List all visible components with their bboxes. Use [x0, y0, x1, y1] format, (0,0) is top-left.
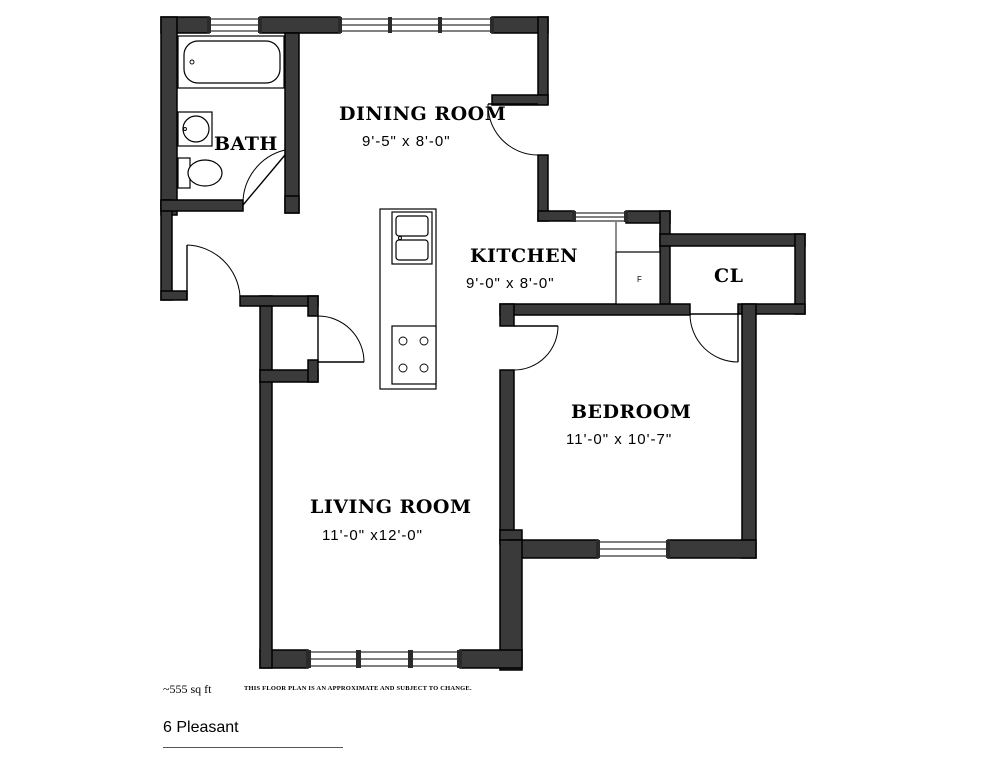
address-underline [163, 747, 343, 748]
wall-closet-bottom [737, 303, 806, 315]
wall-kitchen-bottom [499, 303, 691, 316]
fridge-label: F [637, 275, 642, 284]
wall-living-bottom-right [459, 649, 523, 669]
wall-bedroom-right [741, 303, 757, 559]
door-entry [186, 244, 241, 300]
square-footage: ~555 sq ft [163, 682, 212, 696]
door-closet [689, 313, 739, 363]
wall-top-right-down [537, 16, 549, 105]
wall-living-left [259, 295, 273, 669]
kitchen-counter [379, 208, 437, 390]
window-bedroom [596, 540, 670, 558]
wall-coat-right-lower [307, 359, 319, 383]
kitchen-name: KITCHEN [470, 245, 578, 267]
door-dining [487, 103, 539, 156]
kitchen-dims: 9'-0" x 8'-0" [466, 275, 555, 292]
wall-left-lower [160, 199, 173, 301]
wall-bedroom-left [499, 369, 515, 541]
room-labels: DINING ROOM 9'-5" x 8'-0" BATH KITCHEN 9… [214, 103, 743, 544]
door-bedroom [513, 325, 559, 371]
wall-top-mid-a [259, 16, 341, 34]
window-bath-top [207, 17, 262, 33]
kitchen-range [391, 325, 437, 385]
bath-sink [177, 111, 213, 147]
toilet [177, 157, 223, 189]
wall-bath-right-upper [284, 32, 300, 214]
wall-dining-step [491, 94, 549, 106]
wall-bedroom-bottom-right [667, 539, 757, 559]
wall-kitchen-top [537, 210, 575, 222]
wall-coat-right [307, 295, 319, 317]
wall-closet-top [659, 233, 806, 247]
wall-kitchen-right [659, 210, 671, 314]
wall-bath-right-lower [284, 195, 300, 214]
fixtures: F [177, 35, 661, 390]
living-room-name: LIVING ROOM [310, 496, 472, 518]
doors [186, 103, 739, 371]
wall-coat-top [239, 295, 319, 307]
wall-bedroom-left-top [499, 303, 515, 327]
wall-left-stub [160, 290, 188, 301]
walls [160, 16, 806, 671]
dining-room-dims: 9'-5" x 8'-0" [362, 133, 451, 150]
door-coat-closet [317, 315, 365, 363]
wall-closet-right [794, 233, 806, 315]
living-room-dims: 11'-0" x12'-0" [322, 527, 423, 544]
door-bath [242, 149, 286, 206]
disclaimer-note: This floor plan is an approximate and su… [244, 685, 472, 692]
bedroom-name: BEDROOM [571, 401, 691, 423]
closet-name: CL [714, 265, 743, 287]
window-dining-top [338, 17, 494, 33]
refrigerator: F [615, 222, 661, 305]
wall-bath-bottom [160, 199, 244, 212]
bathtub [177, 35, 285, 89]
property-address: 6 Pleasant [163, 719, 239, 736]
windows [207, 17, 670, 668]
wall-left-upper [160, 16, 178, 216]
wall-living-right [499, 539, 523, 671]
window-kitchen [572, 211, 628, 222]
window-living [306, 650, 462, 668]
bath-name: BATH [214, 133, 278, 155]
bedroom-dims: 11'-0" x 10'-7" [566, 431, 672, 448]
dining-room-name: DINING ROOM [339, 103, 506, 125]
